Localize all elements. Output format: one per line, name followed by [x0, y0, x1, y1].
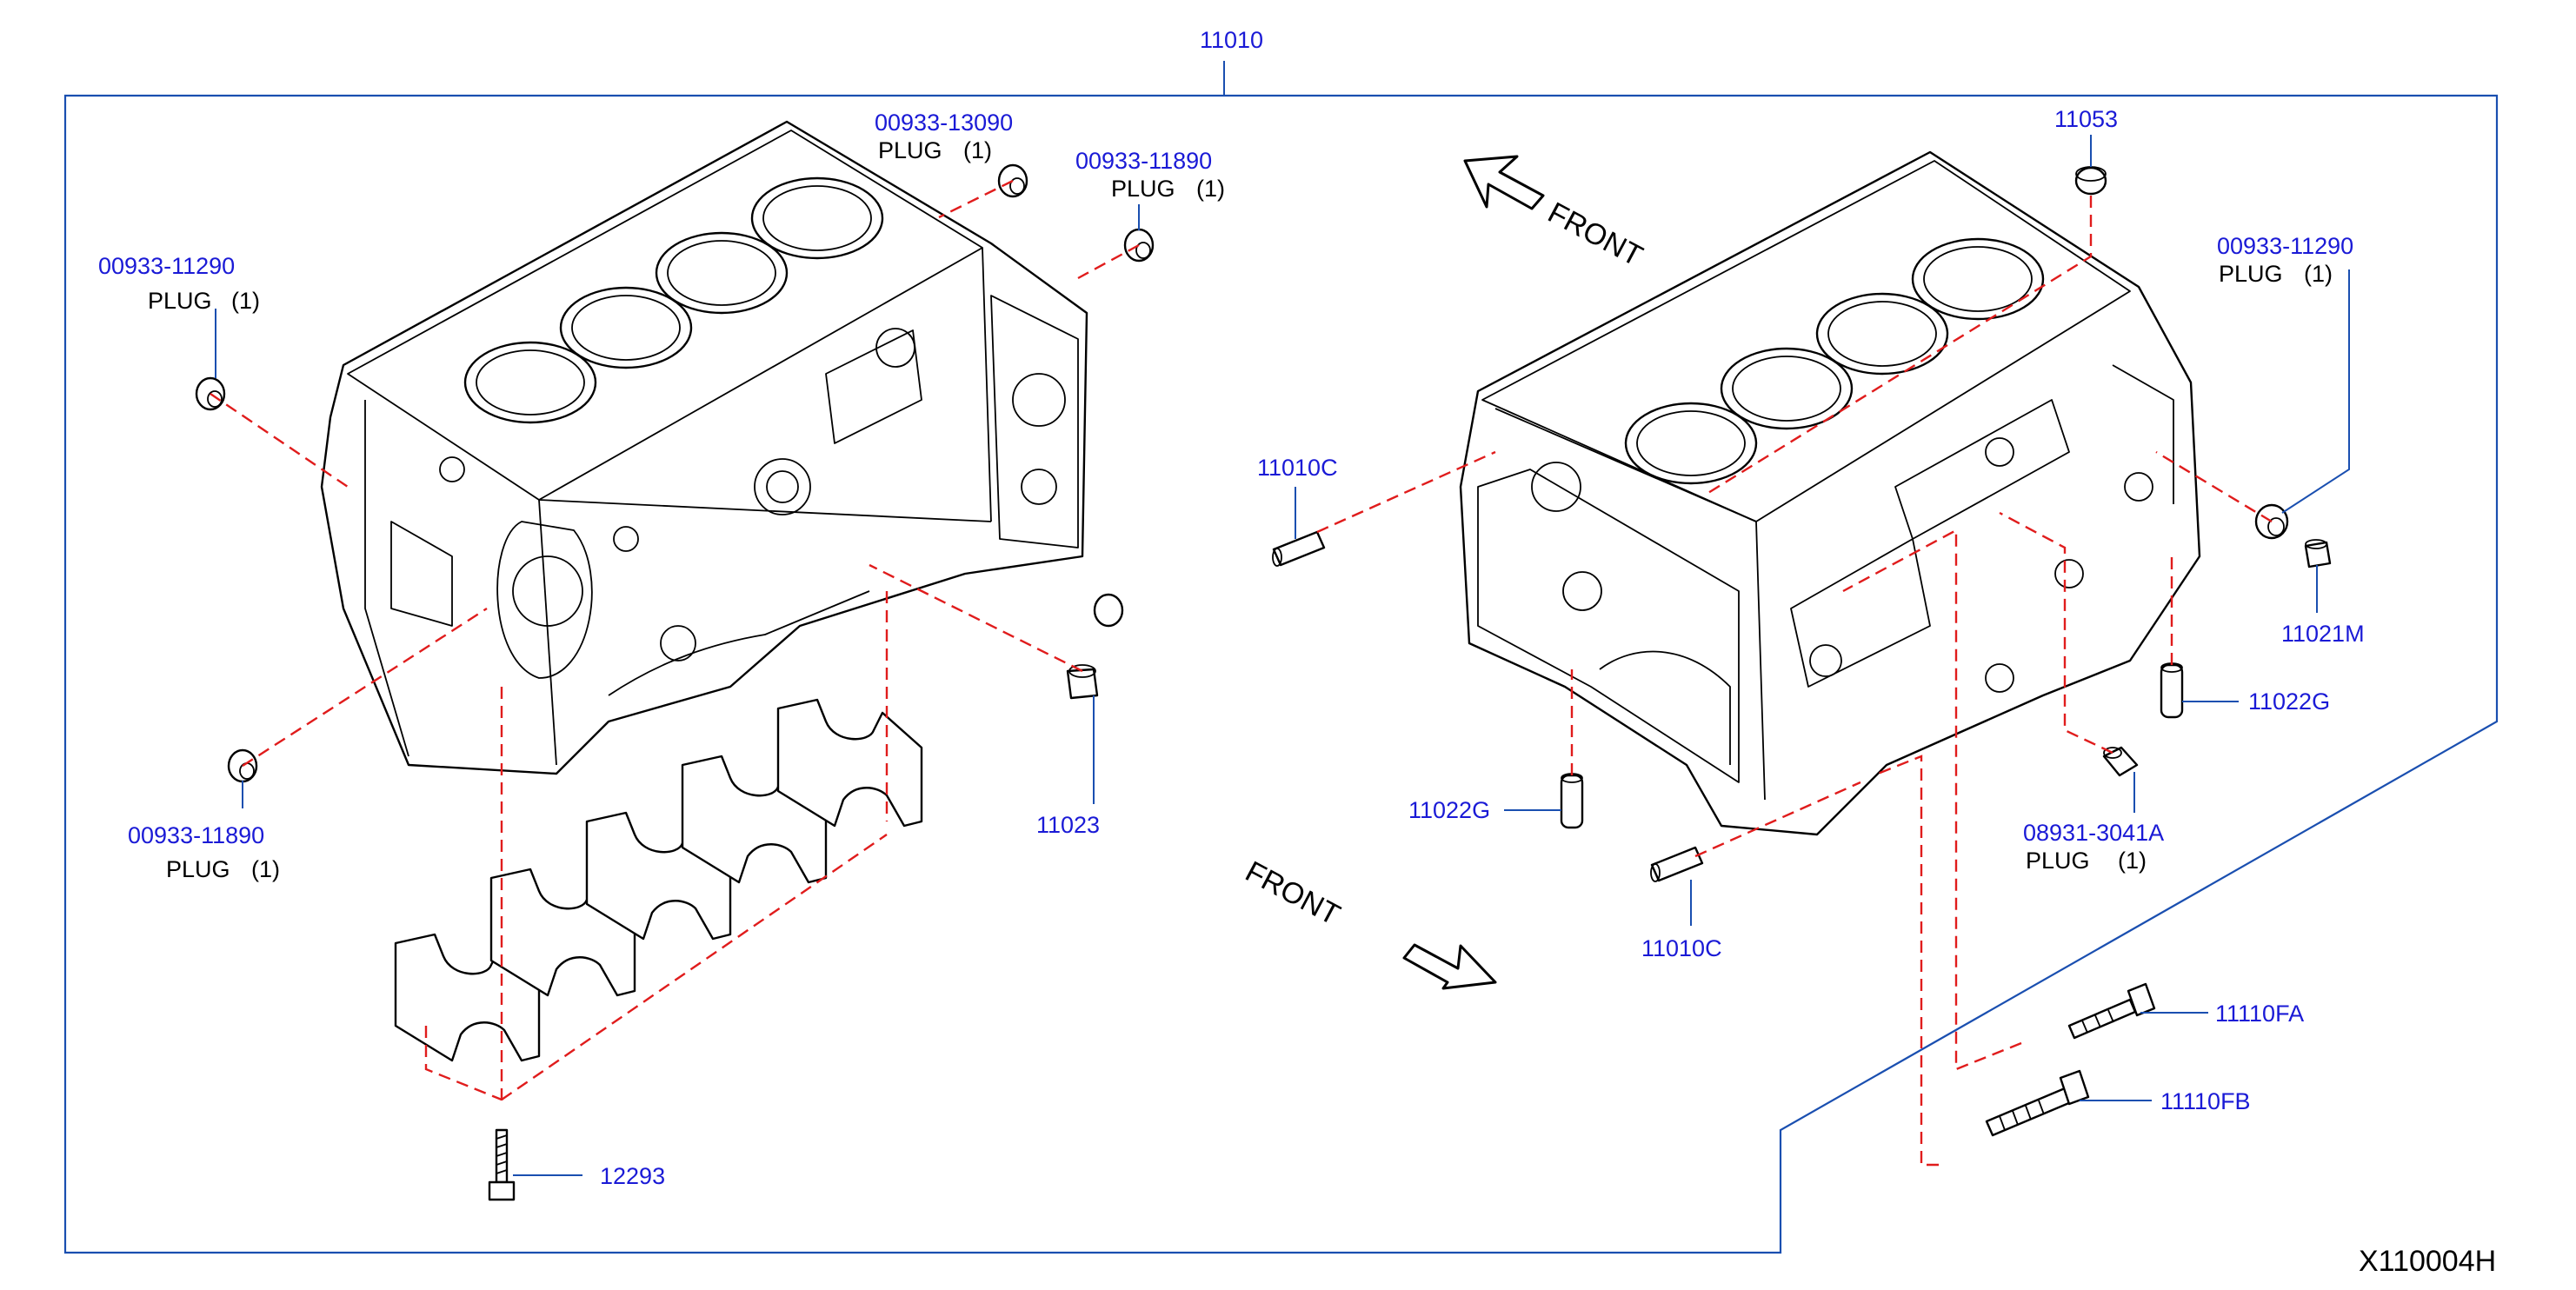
label-plug-11290-right-part: 00933-11290	[2217, 233, 2353, 259]
label-plug-11890-top-part: 00933-11890	[1075, 148, 1212, 174]
dowel-11022G-right	[2160, 662, 2184, 719]
plug-11023	[1066, 664, 1099, 700]
label-plug-11890-top-qty: (1)	[1196, 176, 1225, 202]
label-plug-11290-left-part: 00933-11290	[98, 253, 235, 279]
label-11053: 11053	[2054, 106, 2118, 132]
label-11023: 11023	[1036, 812, 1100, 838]
label-plug-13090-name: PLUG	[878, 137, 942, 163]
label-plug-11890-top-name: PLUG	[1111, 176, 1175, 202]
front-arrow-upper-icon	[1463, 155, 1545, 210]
label-12293: 12293	[600, 1163, 665, 1189]
label-plug-3041A-part: 08931-3041A	[2023, 820, 2164, 846]
bolt-11110FB	[1985, 1069, 2090, 1137]
bolt-12293	[488, 1128, 516, 1201]
label-plug-11890-bottom-part: 00933-11890	[128, 822, 264, 848]
assembly-guides	[210, 179, 2273, 1167]
part-11053-ring	[2074, 166, 2107, 196]
label-plug-11290-right-name: PLUG	[2219, 261, 2283, 287]
label-plug-3041A-qty: (1)	[2118, 848, 2147, 874]
label-plug-11290-left-qty: (1)	[231, 288, 260, 314]
label-plug-13090-qty: (1)	[963, 137, 992, 163]
label-11022G-left: 11022G	[1408, 797, 1490, 823]
diagram-code: X110004H	[2359, 1245, 2496, 1278]
label-11010C-upper: 11010C	[1257, 455, 1338, 481]
label-11110FA: 11110FA	[2215, 1001, 2304, 1027]
dowel-11010C-upper	[1272, 530, 1326, 567]
plug-unlabeled	[1093, 593, 1124, 628]
label-front-upper: FRONT	[1542, 196, 1647, 274]
label-plug-11890-bottom-qty: (1)	[251, 856, 280, 882]
front-arrow-lower-icon	[1402, 943, 1497, 990]
cylinder-block-right	[1459, 150, 2201, 836]
label-11021M: 11021M	[2281, 621, 2365, 647]
assembly-frame	[63, 94, 2499, 1254]
label-plug-11290-left-name: PLUG	[148, 288, 212, 314]
main-bearing-caps	[394, 698, 923, 1062]
label-plug-3041A-name: PLUG	[2026, 848, 2090, 874]
label-plug-11290-right-qty: (1)	[2304, 261, 2333, 287]
label-11010: 11010	[1200, 27, 1263, 53]
bolt-11110FA	[2067, 982, 2156, 1040]
dowel-11022G-left	[1560, 773, 1584, 829]
label-11010C-lower: 11010C	[1641, 935, 1722, 961]
label-plug-11890-bottom-name: PLUG	[166, 856, 230, 882]
label-11022G-right: 11022G	[2248, 688, 2330, 715]
dowel-11010C-lower	[1650, 846, 1704, 882]
label-leaders	[215, 135, 2350, 1176]
plug-08931-3041A	[2102, 746, 2139, 777]
plug-11021M	[2304, 539, 2332, 569]
cylinder-block-left	[320, 120, 1088, 775]
label-front-lower: FRONT	[1240, 855, 1345, 933]
label-plug-13090-part: 00933-13090	[875, 110, 1013, 136]
label-11110FB: 11110FB	[2160, 1088, 2251, 1114]
